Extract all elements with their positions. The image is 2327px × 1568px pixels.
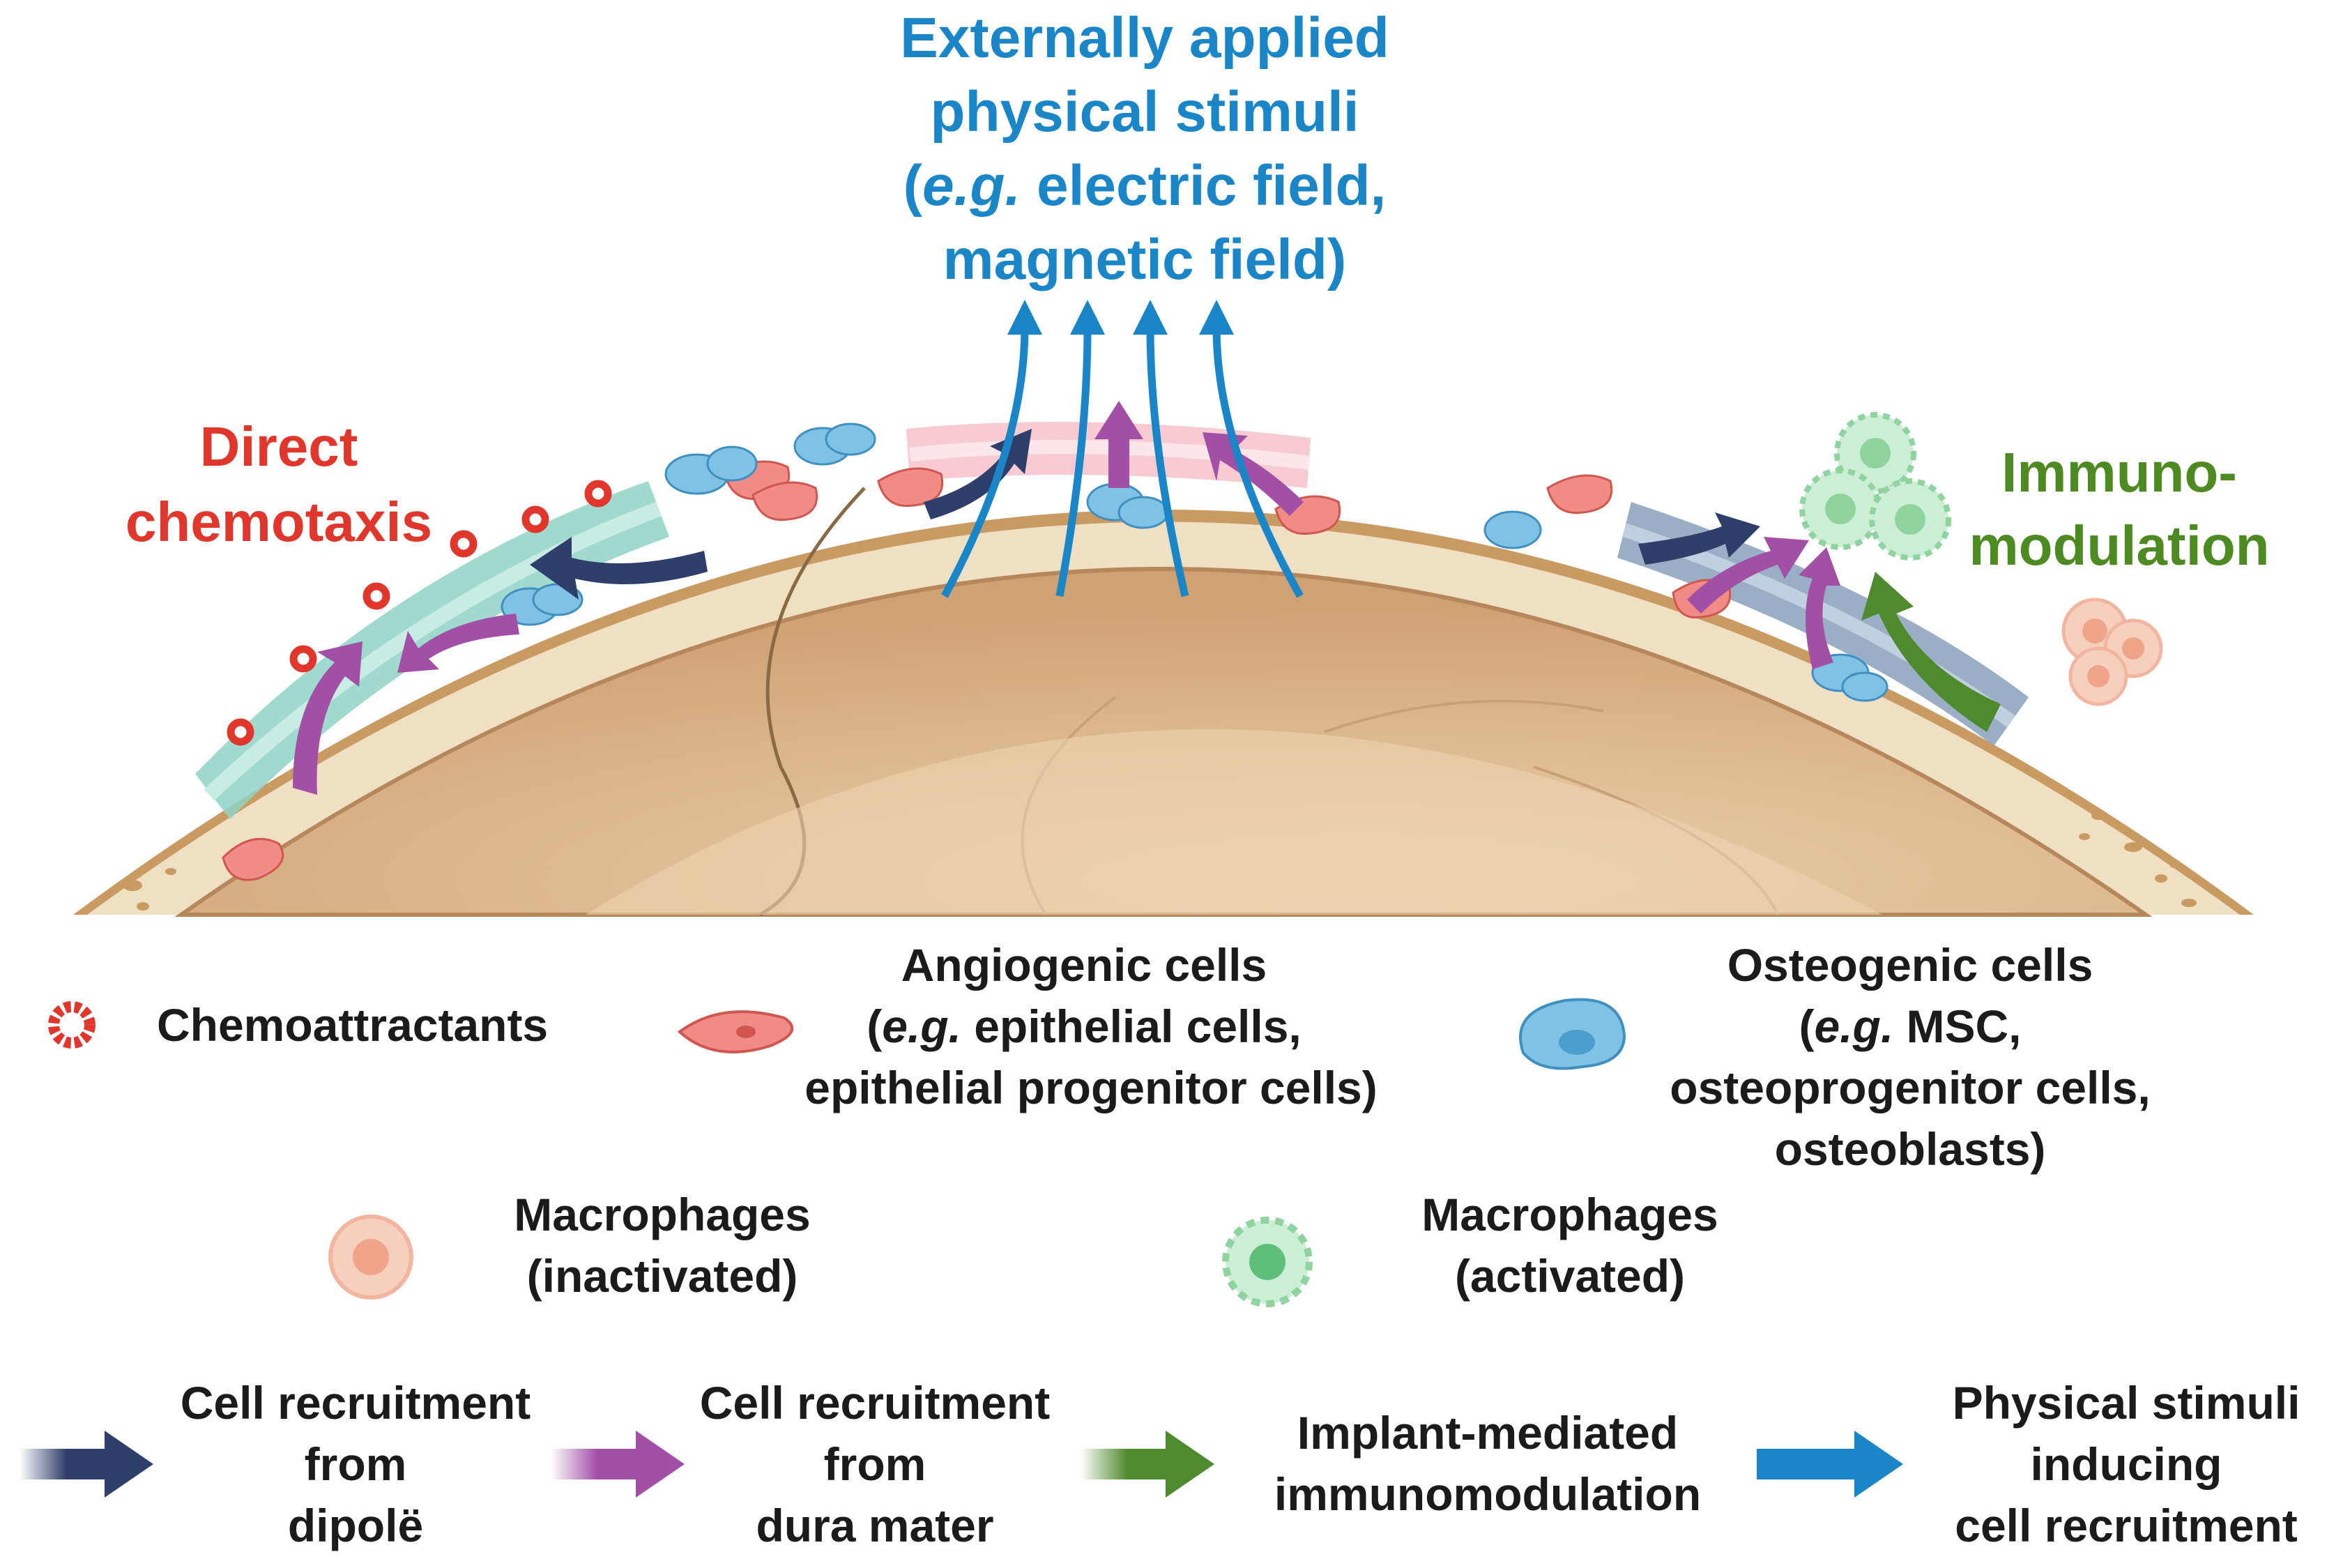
osteogenic-line4: osteoblasts) [1775, 1123, 2046, 1175]
macrophage-active-line1: Macrophages [1421, 1189, 1718, 1240]
chemoattractant-icon [48, 1001, 96, 1049]
macrophage-active-line2: (activated) [1455, 1250, 1685, 1302]
physical-line3: cell recruitment [1955, 1500, 2298, 1551]
physical-stimuli-arrow-icon [1757, 1431, 1903, 1498]
physical-line2: inducing [2031, 1438, 2222, 1490]
angiogenic-line2: (e.g. epithelial cells, [867, 1000, 1302, 1052]
dipole-arrow-left [530, 537, 708, 600]
chemoattractants-dome [227, 480, 612, 746]
angiogenic-cell-icon [677, 1010, 794, 1053]
dura-arrow-right-1 [1687, 537, 1809, 614]
legend-angiogenic: Angiogenic cells (e.g. epithelial cells,… [677, 939, 1378, 1113]
dura-arrow-center-2 [1203, 432, 1304, 516]
dipole-arrow-right [1638, 512, 1760, 565]
stimuli-arrow-4 [1212, 327, 1304, 598]
legend-osteogenic: Osteogenic cells (e.g. MSC, osteoprogeni… [1519, 939, 2151, 1175]
immuno-arrow-dome [1861, 572, 2001, 732]
dipole-arrow-icon [20, 1431, 153, 1498]
implant-stimuli-stripe [908, 439, 1311, 470]
implant-immuno-arrow-icon [1081, 1431, 1214, 1498]
dipole-line3: dipolë [288, 1500, 423, 1551]
stimuli-title-line2: physical stimuli [930, 80, 1359, 144]
immuno-line1: Implant-mediated [1297, 1407, 1678, 1459]
dura-line1: Cell recruitment [700, 1377, 1050, 1429]
activated-macrophages-dome [1799, 412, 1951, 561]
legend-physical-arrow: Physical stimuli inducing cell recruitme… [1757, 1377, 2300, 1551]
inactivated-macrophages-dome [2061, 597, 2163, 706]
stimuli-arrows [941, 327, 1304, 598]
dura-line2: from [824, 1438, 926, 1490]
legend-macrophage-inactive: Macrophages (inactivated) [328, 1189, 811, 1302]
legend-macrophage-active: Macrophages (activated) [1222, 1189, 1718, 1307]
legend-dipole-arrow: Cell recruitment from dipolë [20, 1377, 531, 1551]
legend-immuno-arrow: Implant-mediated immunomodulation [1081, 1407, 1701, 1520]
stimuli-title-line4: magnetic field) [943, 228, 1347, 291]
angiogenic-cells-dome [222, 460, 1732, 881]
stimuli-title-line3: (e.g. electric field, [903, 154, 1387, 218]
legend-chemoattractant: Chemoattractants [48, 999, 548, 1051]
osteogenic-cells-dome [501, 423, 1889, 702]
dura-arrow-right-2 [1799, 547, 1840, 669]
osteogenic-line3: osteoprogenitor cells, [1670, 1062, 2150, 1113]
stimuli-arrow-3 [1146, 327, 1189, 597]
osteogenic-line2: (e.g. MSC, [1799, 1000, 2021, 1052]
dipole-line2: from [305, 1438, 407, 1490]
dipole-line1: Cell recruitment [181, 1377, 531, 1429]
dura-line3: dura mater [756, 1500, 993, 1551]
legend-dura-arrow: Cell recruitment from dura mater [551, 1377, 1050, 1551]
osteogenic-line1: Osteogenic cells [1727, 939, 2093, 991]
direct-chemotaxis-line1: Direct [200, 416, 358, 478]
stimuli-arrow-1 [941, 327, 1029, 598]
angiogenic-line3: epithelial progenitor cells) [804, 1062, 1378, 1113]
physical-line1: Physical stimuli [1953, 1377, 2301, 1429]
stimuli-title-line1: Externally applied [900, 6, 1389, 70]
dura-arrow-left-1 [293, 641, 363, 795]
implant-chemotaxis-stripe [204, 501, 662, 801]
macrophage-inactive-line1: Macrophages [514, 1189, 810, 1240]
direct-chemotaxis-line2: chemotaxis [125, 491, 432, 553]
immunomodulation-line2: modulation [1969, 515, 2269, 577]
dura-arrow-icon [551, 1431, 685, 1498]
immunomodulation-line1: Immuno- [2001, 441, 2237, 503]
brain-fold-4 [1324, 699, 1604, 733]
angiogenic-line1: Angiogenic cells [901, 939, 1267, 991]
stimuli-arrowheads [1007, 300, 1234, 335]
immuno-line2: immunomodulation [1274, 1468, 1701, 1520]
dura-arrow-center-1 [1094, 401, 1143, 488]
dura-arrow-left-2 [397, 614, 519, 673]
macrophage-inactive-line2: (inactivated) [527, 1250, 798, 1302]
chemoattractants-label: Chemoattractants [157, 999, 548, 1051]
brain-inner [586, 729, 1882, 915]
stimuli-arrow-2 [1055, 327, 1092, 597]
